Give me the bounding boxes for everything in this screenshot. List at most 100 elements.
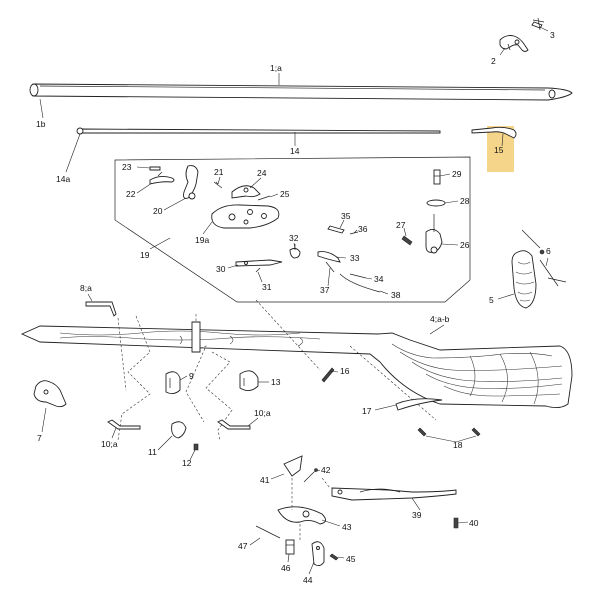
label-29: 29	[452, 169, 462, 179]
part-25	[257, 195, 271, 201]
part-38	[339, 273, 381, 293]
part-10a-right	[217, 419, 251, 430]
label-42: 42	[321, 465, 331, 475]
part-24	[231, 185, 261, 199]
part-10a-left	[107, 419, 141, 430]
label-10a-right: 10;a	[254, 408, 271, 418]
part-16	[321, 367, 335, 383]
label-13: 13	[271, 377, 281, 387]
label-7: 7	[37, 433, 42, 443]
part-41	[283, 455, 303, 477]
part-2	[499, 35, 529, 52]
part-23	[149, 166, 161, 171]
label-28: 28	[460, 196, 470, 206]
part-15	[471, 126, 517, 139]
trigger-guard-part-39	[331, 487, 457, 501]
label-34: 34	[374, 274, 384, 284]
sideplate-part-5	[511, 250, 537, 309]
trigger-assembly-guides	[291, 477, 331, 540]
part-46	[285, 539, 295, 555]
part-17	[395, 398, 443, 411]
stock-part-4ab	[20, 325, 573, 409]
part-26	[425, 214, 443, 254]
part-21	[213, 181, 223, 189]
label-23: 23	[122, 162, 132, 172]
label-1a: 1;a	[270, 63, 282, 73]
label-17: 17	[362, 406, 372, 416]
label-32: 32	[289, 233, 299, 243]
label-4ab: 4;a-b	[430, 314, 450, 324]
label-16: 16	[340, 366, 350, 376]
part-42	[303, 468, 318, 483]
assembly-guide-lines	[117, 299, 437, 441]
part-3	[531, 17, 545, 31]
part-43	[277, 506, 326, 525]
label-26: 26	[460, 240, 470, 250]
part-9	[165, 371, 181, 395]
label-3: 3	[550, 30, 555, 40]
part-28	[426, 199, 446, 207]
label-27: 27	[396, 220, 406, 230]
label-43: 43	[342, 522, 352, 532]
part-29	[433, 169, 441, 185]
label-24: 24	[257, 168, 267, 178]
label-10a-left: 10;a	[101, 439, 118, 449]
label-46: 46	[281, 563, 291, 573]
label-14a: 14a	[56, 174, 70, 184]
label-37: 37	[320, 285, 330, 295]
part-45	[329, 553, 339, 561]
label-25: 25	[280, 189, 290, 199]
label-40: 40	[469, 518, 479, 528]
label-22: 22	[126, 189, 136, 199]
label-12: 12	[182, 458, 192, 468]
part-27	[401, 235, 413, 246]
label-9: 9	[189, 371, 194, 381]
label-33: 33	[350, 253, 360, 263]
lockplate-part-19a	[211, 204, 280, 229]
lock-inset-frame	[114, 156, 471, 303]
part-35	[327, 225, 345, 234]
part-13	[239, 370, 259, 391]
part-47	[255, 525, 281, 539]
part-40	[453, 517, 459, 529]
label-1b: 1b	[36, 119, 46, 129]
label-30: 30	[216, 264, 226, 274]
part-32	[289, 244, 301, 259]
ramrod-part-14	[76, 127, 441, 135]
label-19: 19	[140, 250, 150, 260]
part-6	[521, 229, 567, 287]
part-labels: 1;a 1b 2 3 4;a-b 5 6 7 8;a 9 10;a 10;a 1…	[36, 30, 555, 585]
label-18: 18	[453, 440, 463, 450]
part-12	[193, 443, 199, 451]
part-18	[417, 427, 481, 443]
barrel-part-1a	[29, 83, 573, 101]
label-47: 47	[238, 541, 248, 551]
part-33	[317, 251, 341, 263]
label-15: 15	[494, 145, 504, 155]
label-11: 11	[148, 447, 157, 457]
label-31: 31	[262, 282, 272, 292]
part-20	[183, 165, 199, 200]
part-30	[235, 259, 283, 267]
part-8a	[85, 301, 117, 317]
label-38: 38	[391, 290, 401, 300]
label-44: 44	[303, 575, 313, 585]
label-39: 39	[412, 510, 422, 520]
part-31	[255, 267, 261, 273]
label-36: 36	[358, 224, 368, 234]
label-20: 20	[153, 206, 163, 216]
part-front-band	[191, 321, 201, 353]
label-41: 41	[260, 475, 270, 485]
label-19a: 19a	[195, 235, 209, 245]
part-22	[149, 171, 175, 185]
part-44	[311, 541, 325, 567]
label-21: 21	[214, 167, 224, 177]
label-5: 5	[489, 295, 494, 305]
label-2: 2	[491, 56, 496, 66]
label-8a: 8;a	[80, 283, 92, 293]
part-34	[349, 273, 367, 279]
label-45: 45	[346, 554, 356, 564]
part-11	[171, 421, 187, 439]
label-14: 14	[290, 146, 300, 156]
